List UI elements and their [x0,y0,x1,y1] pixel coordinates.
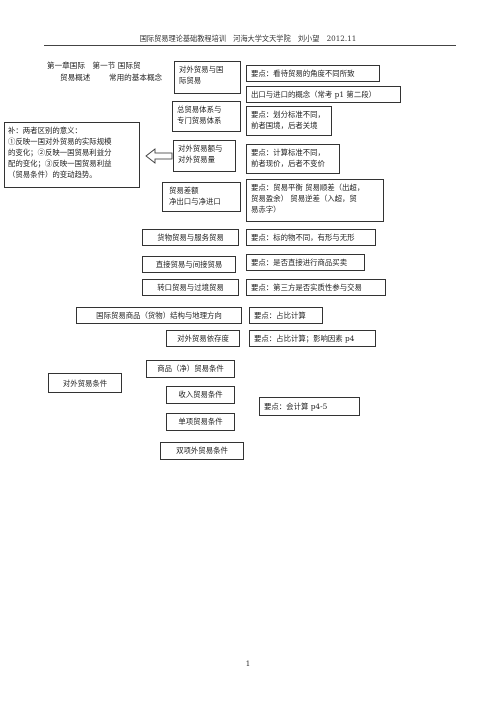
concept-box: 国际贸易商品（货物）结构与地理方向 [76,307,242,324]
page-header: 国际贸易理论基础教程培训 河海大学文天学院 刘小望 2012.11 [139,34,357,43]
point-box: 要点：是否直接进行商品买卖 [246,254,365,271]
concept-line: 转口贸易与过境贸易 [157,283,224,292]
header-divider [44,45,456,46]
note-line: （贸易条件）的变动趋势。 [8,170,97,179]
point-line: 要点：看待贸易的角度不同所致 [251,69,355,78]
note-line: 配的变化；③反映一国贸易利益 [8,159,112,168]
terms-root-box: 对外贸易条件 [48,373,122,393]
concept-line: 对外贸易与国 [179,65,224,74]
point-box: 要点：占比计算 [249,307,323,324]
concept-line: 总贸易体系与 [177,105,222,114]
terms-point-box: 要点：会计算 p4-5 [259,397,360,416]
point-line: 贸易盈余） 贸易逆差（入超，贸 [251,194,357,203]
concept-box: 对外贸易与国 际贸易 [174,61,241,94]
point-box: 要点：看待贸易的角度不同所致 [246,65,380,82]
terms-item-label: 商品（净）贸易条件 [157,364,224,373]
point-box: 出口与进口的概念（常考 p1 第二段） [246,86,401,103]
point-line: 要点：计算标准不同， [251,148,325,157]
concept-line: 贸易差额 [169,186,199,195]
terms-item-box: 单项贸易条件 [166,413,235,431]
point-line: 要点：标的物不同，有形与无形 [251,233,355,242]
concept-box: 对外贸易额与 对外贸易量 [173,140,236,172]
note-line: ①反映一国对外贸易的实际规模 [8,137,112,146]
point-line: 要点：是否直接进行商品买卖 [251,258,348,267]
point-line: 要点：第三方是否实质性参与交易 [251,283,362,292]
page-number: 1 [245,660,251,668]
concept-line: 专门贸易体系 [177,116,222,125]
point-box: 要点：标的物不同，有形与无形 [246,229,376,246]
terms-item-label: 收入贸易条件 [178,390,223,399]
concept-line: 对外贸易依存度 [177,334,229,343]
point-line: 前者现价，后者不变价 [251,159,325,168]
terms-item-label: 单项贸易条件 [178,417,223,426]
terms-item-box: 双项外贸易条件 [160,442,244,460]
point-box: 要点：贸易平衡 贸易顺差（出超， 贸易盈余） 贸易逆差（入超，贸 易赤字） [246,179,384,222]
concept-line: 际贸易 [179,76,202,85]
terms-point-label: 要点：会计算 p4-5 [264,402,328,411]
concept-box: 直接贸易与间接贸易 [142,256,236,273]
concept-line: 对外贸易额与 [178,144,223,153]
point-box: 要点：计算标准不同， 前者现价，后者不变价 [246,144,340,174]
concept-line: 直接贸易与间接贸易 [155,260,223,269]
concept-box: 转口贸易与过境贸易 [142,279,239,296]
point-box: 要点：划分标准不同， 前者国境，后者关境 [246,106,332,136]
section-subtitle: 常用的基本概念 [109,73,163,82]
point-line: 出口与进口的概念（常考 p1 第二段） [251,90,376,99]
concept-box: 总贸易体系与 专门贸易体系 [172,101,241,132]
note-box: 补：两者区别的意义： ①反映一国对外贸易的实际规模 的变化；②反映一国贸易利益分… [4,122,140,188]
note-line: 的变化；②反映一国贸易利益分 [8,148,112,157]
concept-line: 对外贸易量 [178,155,215,164]
terms-item-box: 商品（净）贸易条件 [146,360,235,378]
point-line: 要点：划分标准不同， [251,110,325,119]
concept-line: 净出口与净进口 [169,197,221,206]
point-box: 要点：占比计算；影响因素 p4 [249,330,376,347]
concept-line: 货物贸易与服务贸易 [157,233,224,242]
note-line: 补：两者区别的意义： [8,126,82,135]
chapter-subtitle: 贸易概述 [60,73,91,82]
point-line: 要点：贸易平衡 贸易顺差（出超， [251,183,365,192]
point-line: 要点：占比计算；影响因素 p4 [254,334,355,343]
point-box: 要点：第三方是否实质性参与交易 [246,279,386,296]
concept-box: 货物贸易与服务贸易 [142,229,239,246]
point-line: 要点：占比计算 [254,311,306,320]
concept-box: 贸易差额 净出口与净进口 [162,182,241,212]
terms-root-label: 对外贸易条件 [62,379,108,388]
terms-item-label: 双项外贸易条件 [176,446,228,455]
point-line: 前者国境，后者关境 [251,121,318,130]
concept-line: 国际贸易商品（货物）结构与地理方向 [96,311,222,320]
terms-item-box: 收入贸易条件 [166,386,235,404]
point-line: 易赤字） [251,205,281,214]
chapter-title: 第一章国际 第一节 国际贸 [47,61,141,70]
concept-box: 对外贸易依存度 [166,330,240,347]
